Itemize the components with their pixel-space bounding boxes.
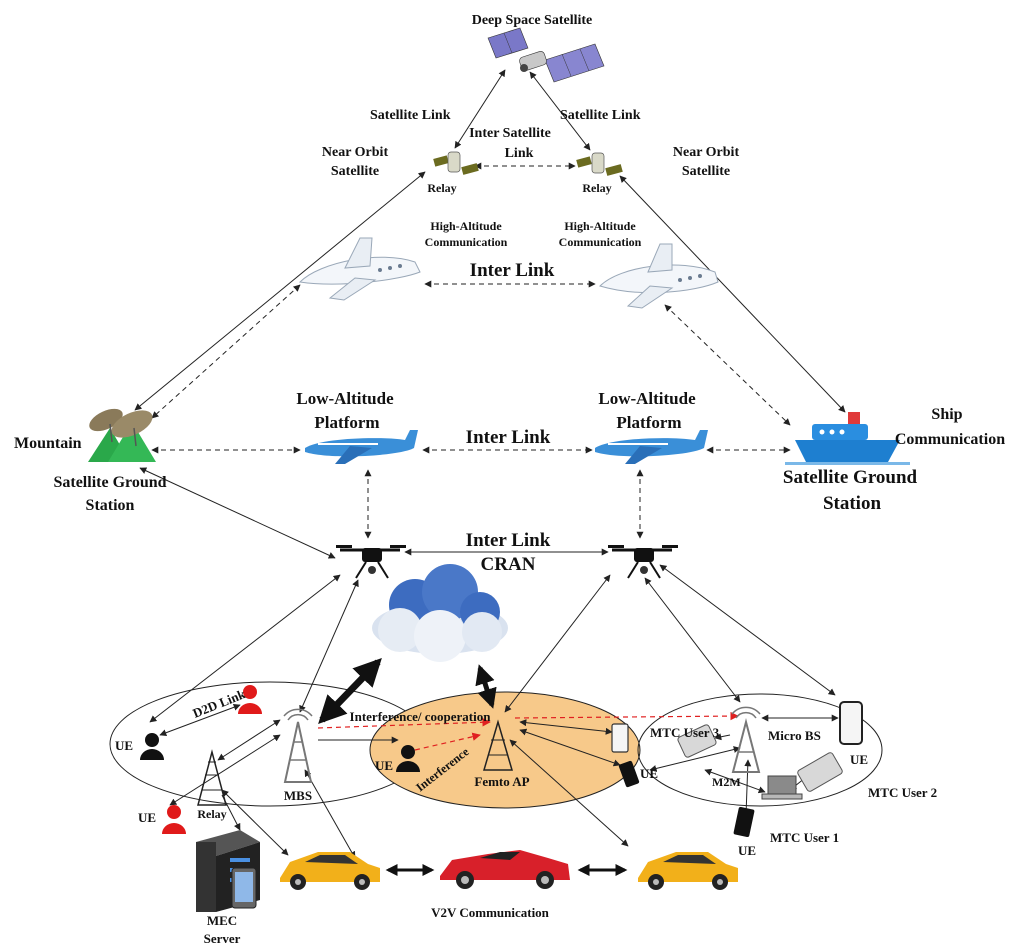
label-ue-femto: UE (375, 758, 393, 773)
micro-bs-tower-icon (731, 706, 761, 773)
label-sgs-right-2: Station (823, 493, 882, 514)
label-ue-left: UE (115, 738, 133, 753)
label-ship-1: Ship (931, 406, 962, 423)
label-relay-ground: Relay (197, 807, 226, 821)
label-satellite-link-right: Satellite Link (560, 108, 641, 123)
car-yellow-left-icon (280, 852, 380, 890)
label-inter-satellite-link-2: Link (505, 146, 534, 161)
user-black-femto-icon (396, 745, 420, 772)
mountain-ground-station-icon (88, 408, 156, 462)
label-mec-1: MEC (207, 913, 237, 928)
label-high-alt-left-2: Communication (425, 235, 508, 249)
mtc-device-2-icon (797, 752, 843, 792)
label-near-orbit-right-2: Satellite (682, 164, 730, 179)
label-inter-link-mid: Inter Link (466, 427, 551, 448)
mbs-tower-icon (283, 708, 313, 783)
label-ue-femto-right: UE (640, 766, 658, 781)
user-red-bottom-icon (162, 805, 186, 834)
label-low-alt-left-1: Low-Altitude (296, 389, 394, 408)
label-ship-2: Communication (895, 431, 1005, 448)
label-relay-left: Relay (427, 181, 456, 195)
phone-mtc1-icon (733, 807, 755, 837)
label-ue-right: UE (850, 752, 868, 767)
relay-tower-icon (197, 749, 227, 806)
label-sgs-left-2: Station (86, 497, 135, 514)
label-interference-cooperation: Interference/ cooperation (350, 709, 492, 724)
low-altitude-plane-right-icon (595, 430, 708, 464)
label-ue-mtc1: UE (738, 843, 756, 858)
label-micro-bs: Micro BS (768, 728, 821, 743)
label-near-orbit-left-1: Near Orbit (322, 145, 389, 160)
cloud-icon (372, 564, 508, 662)
near-orbit-satellite-right-icon (576, 152, 623, 176)
links (134, 69, 846, 876)
label-inter-satellite-link-1: Inter Satellite (469, 126, 551, 141)
label-d2d-link: D2D Link (191, 686, 249, 721)
label-ue-bottom-left: UE (138, 810, 156, 825)
label-sgs-left-1: Satellite Ground (53, 474, 166, 491)
user-black-left-icon (140, 733, 164, 760)
label-high-alt-right-1: High-Altitude (564, 219, 636, 233)
label-satellite-link-left: Satellite Link (370, 108, 451, 123)
label-relay-right: Relay (582, 181, 611, 195)
low-altitude-plane-left-icon (305, 430, 418, 464)
deep-space-satellite-icon (487, 27, 605, 83)
label-mbs: MBS (284, 788, 312, 803)
label-sgs-right-1: Satellite Ground (783, 467, 918, 488)
label-low-alt-left-2: Platform (314, 413, 379, 432)
label-femto-ap: Femto AP (474, 774, 529, 789)
label-mountain: Mountain (14, 435, 82, 452)
mec-server-icon (196, 830, 260, 912)
label-low-alt-right-1: Low-Altitude (598, 389, 696, 408)
high-altitude-jet-right-icon (599, 243, 719, 309)
high-altitude-jet-left-icon (298, 237, 421, 301)
label-mtc-user-1: MTC User 1 (770, 830, 839, 845)
label-deep-space-satellite: Deep Space Satellite (472, 13, 593, 28)
near-orbit-satellite-left-icon (433, 151, 479, 175)
label-high-alt-right-2: Communication (559, 235, 642, 249)
phone-right-icon (839, 701, 863, 745)
phone-femto-icon (611, 723, 629, 753)
drone-right-icon (608, 545, 678, 579)
label-near-orbit-right-1: Near Orbit (673, 145, 740, 160)
ship-icon (785, 412, 910, 465)
mtc-device-3-icon (677, 724, 717, 758)
car-red-center-icon (440, 850, 570, 889)
label-inter-link-cran: Inter Link (466, 530, 551, 551)
phone-femto-black-icon (618, 760, 640, 788)
laptop-icon (761, 775, 803, 800)
label-mtc-user-2: MTC User 2 (868, 785, 937, 800)
femto-ap-tower-icon (483, 719, 513, 771)
car-yellow-right-icon (638, 852, 738, 890)
label-near-orbit-left-2: Satellite (331, 164, 379, 179)
label-cran: CRAN (481, 554, 536, 575)
label-v2v: V2V Communication (431, 905, 550, 920)
label-m2m: M2M (712, 775, 741, 789)
label-high-alt-left-1: High-Altitude (430, 219, 502, 233)
label-inter-link-top: Inter Link (470, 260, 555, 281)
drone-left-icon (336, 545, 406, 579)
label-mtc-user-3: MTC User 3 (650, 725, 720, 740)
label-low-alt-right-2: Platform (616, 413, 681, 432)
label-mec-2: Server (204, 931, 241, 946)
user-red-top-icon (238, 685, 262, 714)
